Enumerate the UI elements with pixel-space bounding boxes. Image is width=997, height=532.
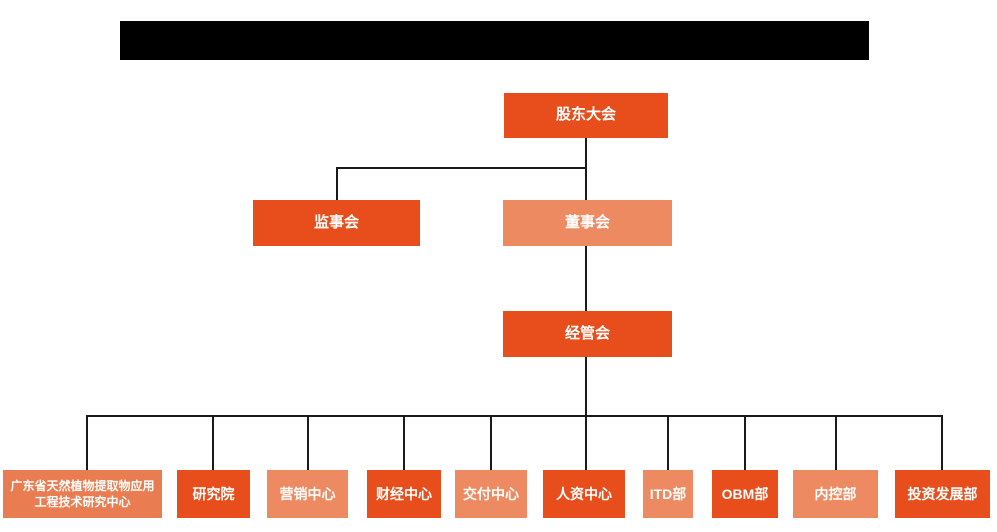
org-node-management-committee: 经管会 bbox=[503, 311, 672, 357]
org-node-obm-dept: OBM部 bbox=[712, 470, 778, 518]
org-node-investment-development-dept: 投资发展部 bbox=[895, 470, 990, 518]
org-node-itd-dept: ITD部 bbox=[643, 470, 693, 518]
connector-drop-obm-dept bbox=[744, 415, 746, 470]
connector-drop-research-center bbox=[86, 415, 88, 470]
org-node-internal-control-dept: 内控部 bbox=[793, 470, 878, 518]
connector-drop-marketing-center bbox=[307, 415, 309, 470]
org-node-board-of-directors: 董事会 bbox=[503, 200, 672, 246]
connector-level4-horizontal bbox=[86, 415, 943, 417]
org-node-supervisory-board: 监事会 bbox=[253, 200, 420, 246]
connector-supervisory-drop bbox=[336, 167, 338, 200]
connector-board-drop bbox=[585, 167, 587, 200]
connector-board-to-management bbox=[585, 246, 587, 311]
connector-drop-finance-center bbox=[403, 415, 405, 470]
connector-drop-internal-control bbox=[835, 415, 837, 470]
org-node-hr-center: 人资中心 bbox=[543, 470, 625, 518]
connector-drop-investment-dev bbox=[941, 415, 943, 470]
org-node-shareholders-meeting: 股东大会 bbox=[504, 93, 668, 138]
org-node-marketing-center: 营销中心 bbox=[267, 470, 348, 518]
connector-drop-itd-dept bbox=[667, 415, 669, 470]
org-node-delivery-center: 交付中心 bbox=[455, 470, 527, 518]
connector-shareholders-down bbox=[585, 138, 587, 168]
connector-drop-delivery-center bbox=[490, 415, 492, 470]
connector-management-trunk bbox=[585, 357, 587, 470]
redacted-title-bar bbox=[120, 21, 869, 60]
org-node-finance-center: 财经中心 bbox=[367, 470, 441, 518]
org-node-research-center: 广东省天然植物提取物应用工程技术研究中心 bbox=[3, 470, 162, 518]
org-node-research-institute: 研究院 bbox=[177, 470, 250, 518]
connector-drop-research-institute bbox=[212, 415, 214, 470]
connector-level2-horizontal bbox=[336, 167, 587, 169]
